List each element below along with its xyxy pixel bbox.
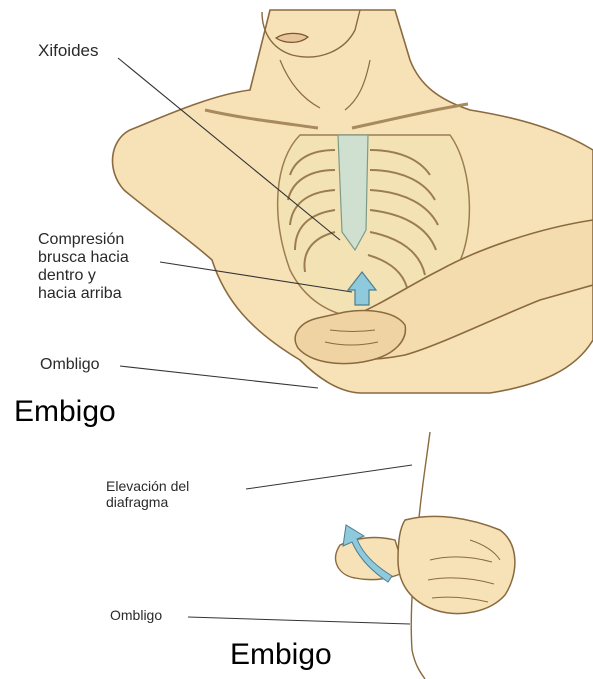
- label-embigo-top: Embigo: [14, 395, 116, 429]
- label-elevacion: Elevación del diafragma: [106, 479, 189, 510]
- leader-ombligo-top: [120, 366, 318, 388]
- label-embigo-bottom: Embigo: [230, 638, 332, 672]
- leader-elevacion: [246, 465, 412, 489]
- label-compresion-line-2: brusca hacia: [38, 249, 129, 267]
- leader-ombligo-bottom: [188, 617, 410, 624]
- label-compresion: Compresión brusca hacia dentro y hacia a…: [38, 231, 129, 303]
- label-compresion-line-3: dentro y: [38, 267, 129, 285]
- label-ombligo-bottom: Ombligo: [110, 608, 162, 624]
- top-figure: [113, 10, 593, 393]
- label-compresion-line-4: hacia arriba: [38, 285, 129, 303]
- sternum: [338, 135, 368, 250]
- label-elevacion-line-2: diafragma: [106, 495, 189, 511]
- label-xifoides: Xifoides: [38, 41, 98, 60]
- label-elevacion-line-1: Elevación del: [106, 479, 189, 495]
- bottom-fist: [398, 516, 515, 613]
- label-ombligo-top: Ombligo: [40, 356, 100, 374]
- label-compresion-line-1: Compresión: [38, 231, 129, 249]
